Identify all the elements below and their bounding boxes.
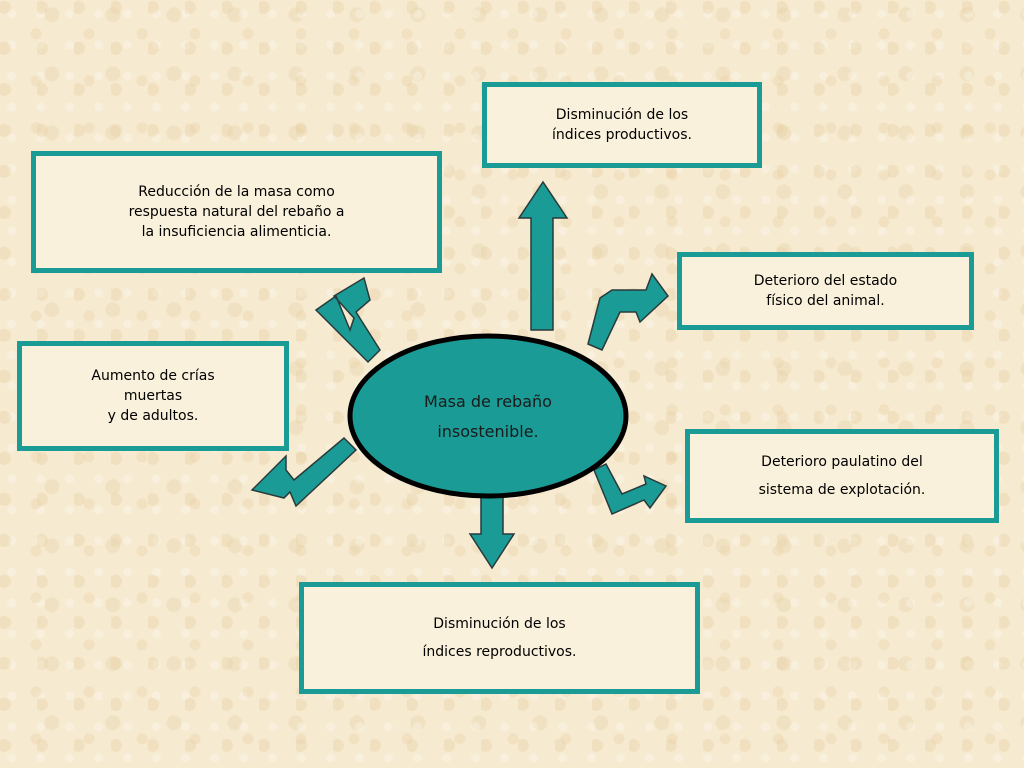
box-exploitation-system-text: Deterioro paulatino del sistema de explo… <box>758 454 926 498</box>
center-label: Masa de rebaño insostenible. <box>424 392 552 441</box>
box-mortality-text: Aumento de crías muertas y de adultos. <box>91 368 215 424</box>
box-exploitation-system: Deterioro paulatino del sistema de explo… <box>685 429 999 523</box>
box-mass-reduction: Reducción de la masa como respuesta natu… <box>31 151 442 273</box>
arrow-lower-right <box>593 463 668 515</box>
box-reproductive-indices-text: Disminución de los índices reproductivos… <box>422 616 577 660</box>
box-productive-indices-text: Disminución de los índices productivos. <box>552 107 692 143</box>
box-physical-state-text: Deterioro del estado físico del animal. <box>753 273 898 309</box>
arrow-upper-right <box>587 272 669 351</box>
arrow-down <box>468 495 516 570</box>
box-reproductive-indices: Disminución de los índices reproductivos… <box>299 582 700 694</box>
arrow-upper-left <box>314 276 381 364</box>
box-physical-state: Deterioro del estado físico del animal. <box>677 252 974 330</box>
box-productive-indices: Disminución de los índices productivos. <box>482 82 762 168</box>
box-mass-reduction-text: Reducción de la masa como respuesta natu… <box>128 184 345 240</box>
arrow-up <box>517 180 569 331</box>
box-mortality: Aumento de crías muertas y de adultos. <box>17 341 289 451</box>
center-ellipse <box>347 333 629 499</box>
arrow-lower-left <box>250 436 358 508</box>
